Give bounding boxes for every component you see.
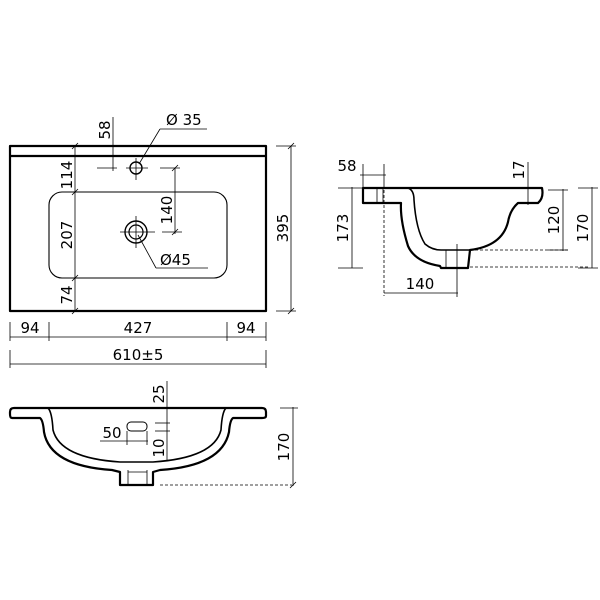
dim-94-left: 94 (20, 319, 39, 337)
dim-120: 120 (545, 206, 563, 235)
dim-58-side: 58 (337, 157, 356, 175)
dim-25: 25 (150, 384, 168, 403)
dim-114: 114 (58, 161, 76, 190)
dim-94-right: 94 (236, 319, 255, 337)
top-view: 114 207 74 58 Ø 35 140 Ø45 395 94 427 94… (8, 111, 296, 368)
dim-58-top: 58 (96, 120, 114, 139)
dim-140-top: 140 (158, 196, 176, 225)
dim-17: 17 (510, 160, 528, 179)
dim-610: 610±5 (113, 346, 164, 364)
side-profile-inner (407, 187, 470, 251)
side-profile-outer (361, 186, 544, 270)
dim-74: 74 (58, 285, 76, 304)
overflow-slot (126, 421, 148, 432)
dim-427: 427 (124, 319, 153, 337)
front-profile-outer (8, 406, 268, 487)
dim-207: 207 (58, 221, 76, 250)
dim-170-front: 170 (275, 433, 293, 462)
dim-10: 10 (150, 438, 168, 457)
dim-140-side: 140 (406, 275, 435, 293)
front-view: 25 10 50 170 (8, 381, 298, 489)
leader-line (137, 234, 157, 269)
drain-diameter: Ø45 (160, 251, 191, 269)
front-profile-inner (47, 407, 227, 463)
countertop-outline (8, 144, 268, 313)
tap-hole-diameter: Ø 35 (166, 111, 202, 129)
dim-395: 395 (274, 214, 292, 243)
dim-50: 50 (102, 424, 121, 442)
dim-170-side: 170 (574, 214, 592, 243)
side-view: 58 17 173 120 170 140 (334, 157, 598, 297)
basin-outline (48, 191, 228, 279)
dim-173: 173 (334, 214, 352, 243)
